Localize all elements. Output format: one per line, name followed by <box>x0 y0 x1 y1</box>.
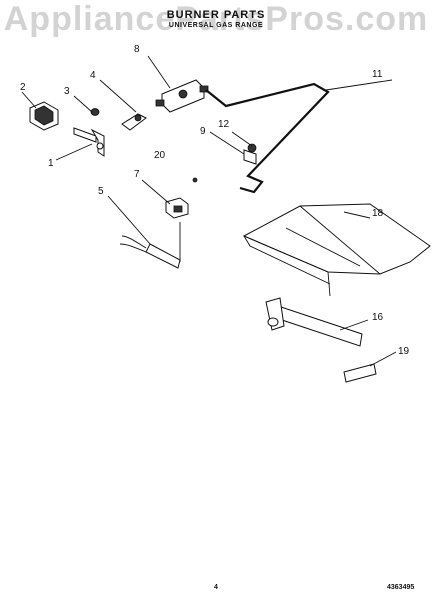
part-4-orifice[interactable] <box>121 113 147 131</box>
part-19-shield[interactable] <box>343 363 377 383</box>
callout-1: 1 <box>48 158 54 169</box>
callout-5: 5 <box>98 186 104 197</box>
callout-11: 11 <box>372 69 383 80</box>
part-18-burner-baffle[interactable] <box>242 203 431 297</box>
callout-20: 20 <box>154 150 166 161</box>
part-20-screw[interactable] <box>192 177 198 183</box>
part-5-igniter-element[interactable] <box>119 222 181 269</box>
part-2-burner-knob[interactable] <box>29 101 59 131</box>
callout-2: 2 <box>20 82 26 93</box>
callout-12: 12 <box>218 119 230 130</box>
part-8-valve[interactable] <box>155 79 209 113</box>
part-16-burner-tube[interactable] <box>265 297 363 347</box>
part-7-igniter[interactable] <box>165 197 189 219</box>
page-subtitle: UNIVERSAL GAS RANGE <box>168 22 264 29</box>
callout-3: 3 <box>64 86 70 97</box>
document-number: 4363495 <box>387 584 415 591</box>
callout-8: 8 <box>134 44 140 55</box>
callout-4: 4 <box>90 70 96 81</box>
callout-16: 16 <box>372 312 384 323</box>
part-1-burner-valve[interactable] <box>73 127 105 157</box>
page-number: 4 <box>214 584 218 591</box>
watermark: AppliancePartsPros.com <box>3 0 429 38</box>
part-12-nut[interactable] <box>247 143 257 153</box>
page-title: BURNER PARTS <box>166 9 266 21</box>
part-11-gas-tube[interactable] <box>205 82 330 194</box>
part-3-fitting[interactable] <box>90 108 100 116</box>
callout-18: 18 <box>372 208 384 219</box>
callout-19: 19 <box>398 346 410 357</box>
part-9-bracket[interactable] <box>243 149 257 165</box>
callout-9: 9 <box>200 126 206 137</box>
callout-7: 7 <box>134 169 140 180</box>
